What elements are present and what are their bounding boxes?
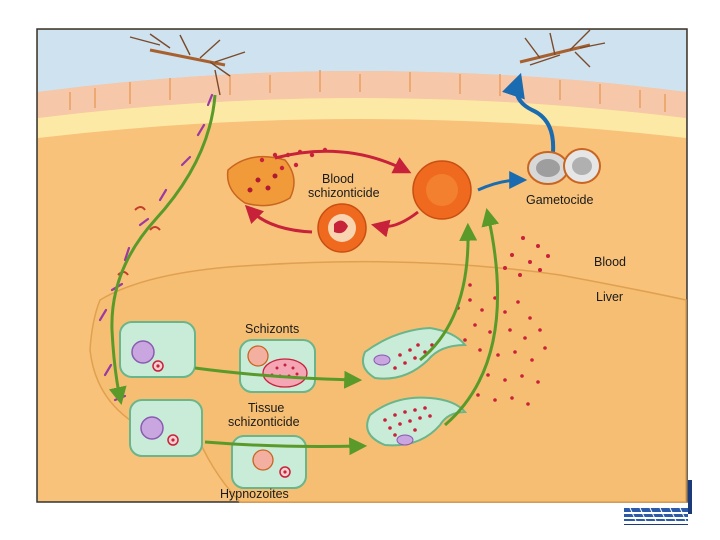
label-liver: Liver (596, 290, 623, 304)
label-blood: Blood (594, 255, 626, 269)
mosquito-icon (519, 29, 606, 68)
label-tissue-schizonticide-1: Tissue (248, 401, 284, 415)
red-blood-cell (412, 160, 472, 220)
infected-red-cell (317, 203, 367, 253)
liver-merozoites (456, 283, 547, 406)
blue-arrow-to-gametocyte (477, 171, 528, 192)
label-schizonts: Schizonts (245, 322, 299, 336)
red-arrow-left (244, 204, 313, 234)
hepatocyte-infected (119, 321, 196, 378)
green-arrow-up-right (444, 207, 500, 427)
label-hypnozoites: Hypnozoites (220, 487, 289, 501)
logo-icon (624, 480, 692, 525)
green-arrow-entry (108, 94, 217, 406)
blue-arrow (502, 72, 556, 153)
hepatocyte-infected (129, 399, 203, 457)
sporozoites (98, 93, 214, 402)
ruptured-hepatocyte-lower (366, 396, 468, 447)
blood-merozoites (503, 236, 550, 277)
red-arrow-top (274, 149, 412, 174)
sky-region (38, 30, 686, 92)
mosquito-icon (129, 33, 246, 96)
red-arrow-bottom (370, 210, 419, 238)
green-arrow-upper (194, 366, 363, 389)
gametocytes (527, 148, 601, 185)
label-blood-schizonticide-1: Blood (322, 172, 354, 186)
green-arrow-lower (204, 437, 368, 456)
label-tissue-schizonticide-2: schizonticide (228, 415, 300, 429)
ruptured-red-cell (226, 155, 295, 207)
label-gametocide: Gametocide (526, 193, 593, 207)
hypnozoite-cell (231, 435, 307, 489)
label-blood-schizonticide-2: schizonticide (308, 186, 380, 200)
skin-layer-mid (38, 98, 686, 138)
schizont-cell (239, 339, 316, 393)
skin-capillaries (69, 70, 666, 112)
green-arrow-up-left (419, 222, 478, 362)
